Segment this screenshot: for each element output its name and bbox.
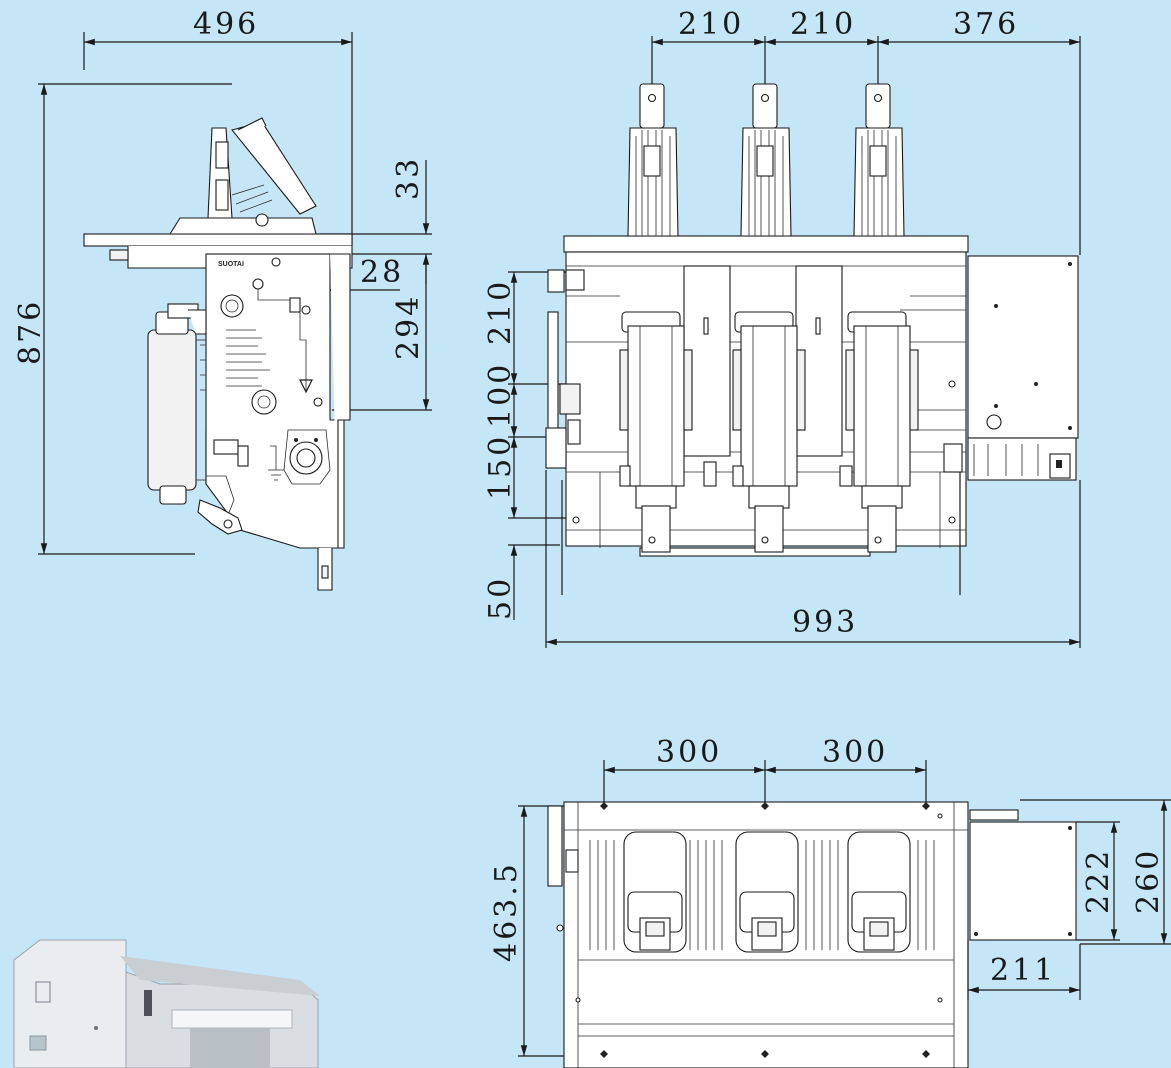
pole-3 xyxy=(839,83,919,553)
dim-side-height: 876 xyxy=(13,299,48,365)
dim-side-width: 496 xyxy=(193,7,259,42)
dim-total-width: 993 xyxy=(792,605,858,640)
brand-label: SUOTAI xyxy=(218,261,244,268)
top-plate xyxy=(83,233,353,247)
dim-panel-height: 294 xyxy=(391,294,426,360)
dim-pole-spacing-1: 210 xyxy=(678,7,744,42)
front-view: 210 210 376 210 100 150 50 993 xyxy=(483,7,1081,648)
dim-box-total: 260 xyxy=(1131,848,1166,914)
dim-height-d: 50 xyxy=(483,576,518,620)
bottom-pole-3 xyxy=(847,831,911,953)
dim-height-a: 210 xyxy=(483,279,518,345)
dim-panel-offset: 28 xyxy=(360,255,404,290)
top-bar xyxy=(563,235,969,253)
pole-2 xyxy=(732,83,806,553)
dim-height-c: 150 xyxy=(483,434,518,500)
bottom-pole-1 xyxy=(623,831,687,953)
dim-box-height: 222 xyxy=(1081,848,1116,914)
right-cabinet xyxy=(967,255,1079,439)
dim-depth: 463.5 xyxy=(489,861,524,962)
dim-height-b: 100 xyxy=(483,362,518,428)
dim-spacing-2: 300 xyxy=(822,735,888,770)
dim-right-offset: 376 xyxy=(953,7,1019,42)
dim-pole-spacing-2: 210 xyxy=(790,7,856,42)
pole-1 xyxy=(619,83,717,553)
bottom-pole-2 xyxy=(735,831,799,953)
bottom-view: 300 300 463.5 xyxy=(489,735,1171,1068)
product-photo xyxy=(13,939,320,1068)
dim-top-offset: 33 xyxy=(391,156,426,200)
dim-box-width: 211 xyxy=(990,953,1056,988)
side-view: 496 876 33 294 28 SUOTA xyxy=(13,7,432,591)
dim-spacing-1: 300 xyxy=(656,735,722,770)
bottom-right-box xyxy=(969,821,1077,941)
cylinder xyxy=(147,329,197,491)
